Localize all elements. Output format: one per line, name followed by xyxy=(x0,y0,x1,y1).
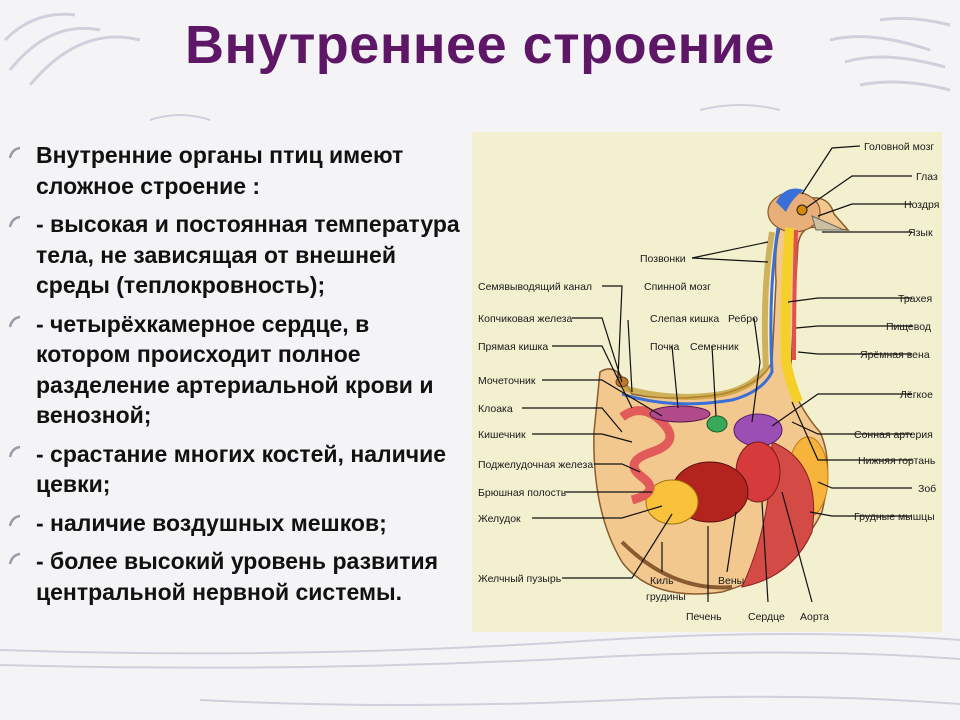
label-intestine: Кишечник xyxy=(478,429,526,441)
label-keel-line2: грудины xyxy=(646,591,686,603)
pectoral-shape xyxy=(741,441,815,588)
label-keel-line1: Киль xyxy=(650,575,674,587)
leader-lines xyxy=(522,145,912,603)
stomach-shape xyxy=(645,479,699,525)
label-testis: Семенник xyxy=(690,341,739,353)
label-cloaca: Клоака xyxy=(478,403,513,415)
bullet-text: - наличие воздушных мешков; xyxy=(36,509,387,536)
bird-anatomy-illustration xyxy=(593,188,850,595)
label-stomach: Желудок xyxy=(478,513,521,525)
bullet-text: Внутренние органы птиц имеют сложное стр… xyxy=(36,142,404,199)
label-kidney: Почка xyxy=(650,341,679,353)
label-pancreas: Поджелудочная железа xyxy=(478,459,593,471)
brain-shape xyxy=(776,188,804,212)
label-lower-larynx: Нижняя гортань xyxy=(858,455,936,467)
testis-shape xyxy=(706,415,728,433)
label-veins: Вены xyxy=(718,575,744,587)
bullet-text: - высокая и постоянная температура тела,… xyxy=(36,211,460,298)
label-rib: Ребро xyxy=(728,313,758,325)
slide-title: Внутреннее строение xyxy=(185,15,775,75)
label-ureter: Мочеточник xyxy=(478,375,536,387)
label-lung: Лёгкое xyxy=(900,389,933,401)
bullet-item: - срастание многих костей, наличие цевки… xyxy=(8,439,468,500)
bullet-text: - более высокий уровень развития централ… xyxy=(36,548,439,605)
bullet-item: Внутренние органы птиц имеют сложное стр… xyxy=(8,140,468,201)
label-pectoral-muscles: Грудные мышцы xyxy=(854,511,935,523)
label-nostril: Ноздря xyxy=(904,199,939,211)
label-caecum: Слепая кишка xyxy=(650,313,719,325)
vertebrae-shape xyxy=(623,231,775,400)
label-liver: Печень xyxy=(686,611,722,623)
curved-stroke-bullet-icon xyxy=(8,445,21,457)
diagram-labels: Головной мозг Глаз Ноздря Язык Позвонки … xyxy=(478,141,939,623)
label-crop: Зоб xyxy=(918,483,936,495)
curved-stroke-bullet-icon xyxy=(8,552,21,565)
eye-shape xyxy=(796,204,808,216)
label-spinal-cord: Спинной мозг xyxy=(644,281,711,293)
label-seminal-duct: Семявыводящий канал xyxy=(478,281,592,293)
keel-shape xyxy=(620,540,733,590)
label-vertebrae: Позвонки xyxy=(640,253,686,265)
bullet-item: - наличие воздушных мешков; xyxy=(8,508,468,539)
bullet-item: - четырёхкамерное сердце, в котором прои… xyxy=(8,309,468,431)
esophagus-shape xyxy=(792,229,798,361)
spinal-shape xyxy=(621,227,780,406)
label-gallbladder: Желчный пузырь xyxy=(478,573,562,585)
bullet-item: - более высокий уровень развития централ… xyxy=(8,546,468,607)
kidney-shape xyxy=(649,405,711,423)
label-esophagus: Пищевод xyxy=(886,321,931,333)
label-brain: Головной мозг xyxy=(864,141,934,153)
beak xyxy=(811,215,845,231)
label-tongue: Язык xyxy=(908,227,933,239)
curved-stroke-bullet-icon xyxy=(8,146,21,159)
label-eye: Глаз xyxy=(916,171,938,183)
bullet-item: - высокая и постоянная температура тела,… xyxy=(8,209,468,301)
label-jugular-vein: Ярёмная вена xyxy=(860,349,930,361)
label-trachea: Трахея xyxy=(898,293,932,305)
trachea-shape xyxy=(780,227,803,404)
label-carotid-artery: Сонная артерия xyxy=(854,429,933,441)
label-aorta: Аорта xyxy=(800,611,829,623)
label-rectum: Прямая кишка xyxy=(478,341,548,353)
bullet-text: - срастание многих костей, наличие цевки… xyxy=(36,440,447,498)
label-coccygeal-gland: Копчиковая железа xyxy=(478,313,572,325)
bullet-list: Внутренние органы птиц имеют сложное стр… xyxy=(8,140,468,615)
curved-stroke-bullet-icon xyxy=(8,315,21,327)
bullet-text: - четырёхкамерное сердце, в котором прои… xyxy=(36,310,434,429)
label-abdominal-cavity: Брюшная полость xyxy=(478,487,567,499)
bird-anatomy-diagram: Головной мозг Глаз Ноздря Язык Позвонки … xyxy=(472,132,942,632)
curved-stroke-bullet-icon xyxy=(8,215,21,228)
curved-stroke-bullet-icon xyxy=(8,514,21,526)
label-heart: Сердце xyxy=(748,611,785,623)
